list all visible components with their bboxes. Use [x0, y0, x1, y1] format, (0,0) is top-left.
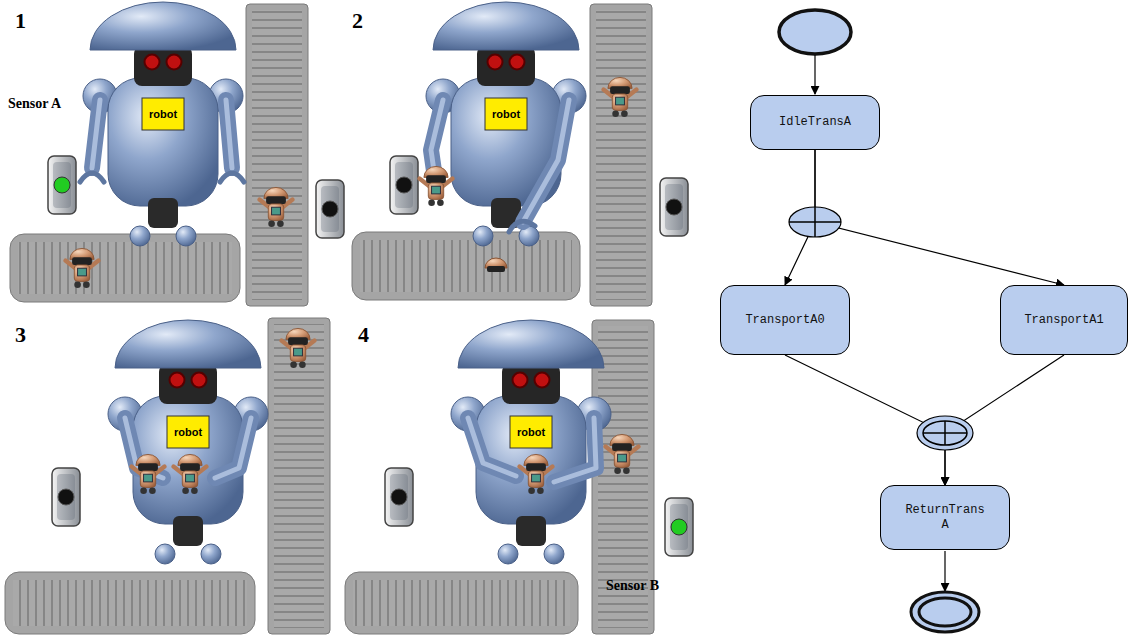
sensor [660, 178, 688, 236]
start-event [779, 10, 851, 54]
robot-sign: robot [149, 108, 177, 120]
process-box: TransportA0 [720, 285, 850, 355]
flow-arrow [944, 551, 945, 591]
process-box: IdleTransA [750, 95, 880, 150]
small-robot [520, 454, 553, 494]
conveyor-belt [246, 4, 308, 306]
panel-number: 1 [15, 8, 26, 34]
flow-arrow [814, 55, 815, 94]
sensor [665, 498, 693, 556]
sensor-label: Sensor B [606, 578, 659, 594]
sensor [48, 156, 76, 214]
robot-arm [431, 100, 569, 232]
belt-stripes [596, 10, 646, 300]
belt-stripes [18, 242, 232, 294]
belt-stripes [13, 580, 247, 626]
robot-figure [451, 320, 611, 564]
panel-2 [352, 2, 688, 306]
sensor-label: Sensor A [8, 96, 61, 112]
sensor-light [666, 199, 682, 215]
small-robot-head [487, 266, 505, 272]
box-label: TransportA1 [1024, 313, 1103, 328]
panel-4 [345, 320, 693, 634]
panel-number: 4 [358, 322, 369, 348]
small-robot [66, 248, 99, 288]
conveyor-belt [268, 318, 330, 634]
box-label: TransportA0 [745, 313, 824, 328]
small-robot [132, 454, 165, 494]
sensor-light [54, 177, 70, 193]
conveyor-belt [345, 572, 578, 634]
robot-figure [83, 2, 243, 246]
process-box: TransportA1 [1000, 285, 1128, 355]
sensor-light [396, 177, 412, 193]
belt-stripes [353, 580, 570, 626]
sensor [385, 468, 413, 526]
sensor [52, 468, 80, 526]
split-gateway [789, 207, 841, 237]
panel-1 [10, 2, 344, 306]
sensor [316, 180, 344, 238]
conveyor-belt [5, 572, 255, 634]
robot-figure [108, 320, 268, 564]
robot-sign: robot [174, 426, 202, 438]
end-event [911, 592, 979, 632]
robot-sign: robot [492, 108, 520, 120]
merge-gateway [917, 416, 973, 450]
conveyor-belt [10, 234, 240, 302]
small-robot [604, 77, 637, 117]
robot-sign: robot [517, 426, 545, 438]
sensor [390, 156, 418, 214]
conveyor-belt [590, 4, 652, 306]
flow-connector [785, 355, 945, 485]
panel-number: 3 [15, 322, 26, 348]
robot-figure [426, 2, 586, 246]
robot-arm [80, 100, 244, 182]
process-box: ReturnTrans A [880, 485, 1010, 550]
belt-stripes [360, 240, 572, 292]
belt-stripes [274, 324, 324, 628]
box-label: ReturnTrans A [900, 503, 990, 533]
sensor-light [58, 489, 74, 505]
panel-3 [5, 318, 330, 634]
box-label: IdleTransA [779, 115, 851, 130]
belt-stripes [252, 10, 302, 300]
small-robot [282, 328, 315, 368]
conveyor-belt [352, 232, 580, 300]
small-robot [606, 434, 639, 474]
small-robot [174, 454, 207, 494]
panel-number: 2 [352, 8, 363, 34]
sensor-light [322, 201, 338, 217]
small-robot [260, 187, 293, 227]
sensor-light [671, 519, 687, 535]
small-robot [420, 166, 453, 206]
flow-connector [815, 150, 1064, 285]
belt-stripes [598, 326, 648, 628]
sensor-light [391, 489, 407, 505]
